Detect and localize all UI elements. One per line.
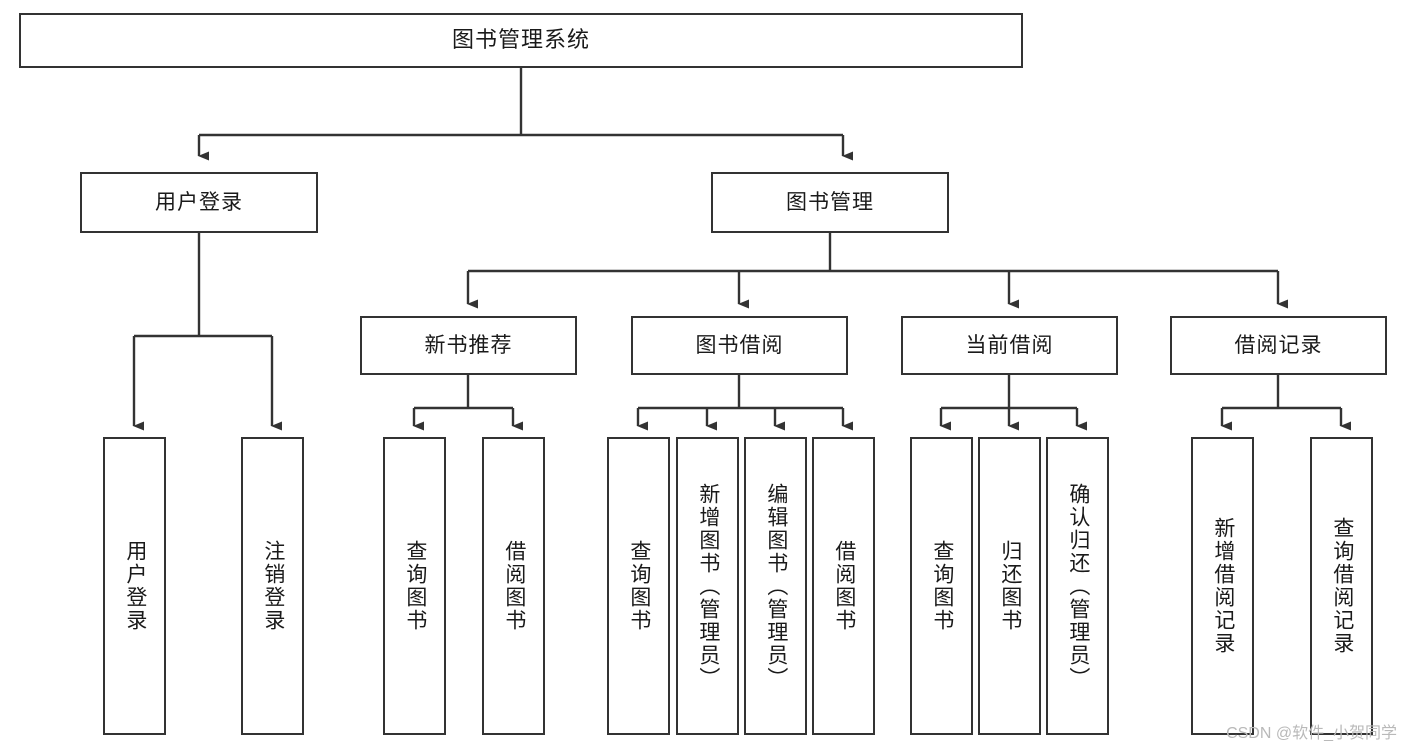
leaf-book-borrow-borrow-book[interactable]: 借阅图书	[812, 437, 875, 735]
leaf-book-borrow-add-book-admin[interactable]: 新增图书（管理员）	[676, 437, 739, 735]
leaf-new-book-borrow-book[interactable]: 借阅图书	[482, 437, 545, 735]
leaf-borrow-record-query-record[interactable]: 查询借阅记录	[1310, 437, 1373, 735]
watermark-text: CSDN @软件_小贺同学	[1226, 725, 1397, 742]
leaf-user-login-logout[interactable]: 注销登录	[241, 437, 304, 735]
node-book-borrow[interactable]: 图书借阅	[631, 316, 848, 375]
node-borrow-record[interactable]: 借阅记录	[1170, 316, 1387, 375]
node-user-login[interactable]: 用户登录	[80, 172, 318, 233]
node-current-borrow[interactable]: 当前借阅	[901, 316, 1118, 375]
leaf-current-borrow-return-book[interactable]: 归还图书	[978, 437, 1041, 735]
leaf-book-borrow-edit-book-admin[interactable]: 编辑图书（管理员）	[744, 437, 807, 735]
node-new-book-recommend[interactable]: 新书推荐	[360, 316, 577, 375]
leaf-borrow-record-add-record[interactable]: 新增借阅记录	[1191, 437, 1254, 735]
leaf-user-login-login[interactable]: 用户登录	[103, 437, 166, 735]
leaf-current-borrow-confirm-return-admin[interactable]: 确认归还（管理员）	[1046, 437, 1109, 735]
node-root-system[interactable]: 图书管理系统	[19, 13, 1023, 68]
leaf-book-borrow-query-book[interactable]: 查询图书	[607, 437, 670, 735]
node-book-management[interactable]: 图书管理	[711, 172, 949, 233]
leaf-new-book-query-book[interactable]: 查询图书	[383, 437, 446, 735]
leaf-current-borrow-query-book[interactable]: 查询图书	[910, 437, 973, 735]
